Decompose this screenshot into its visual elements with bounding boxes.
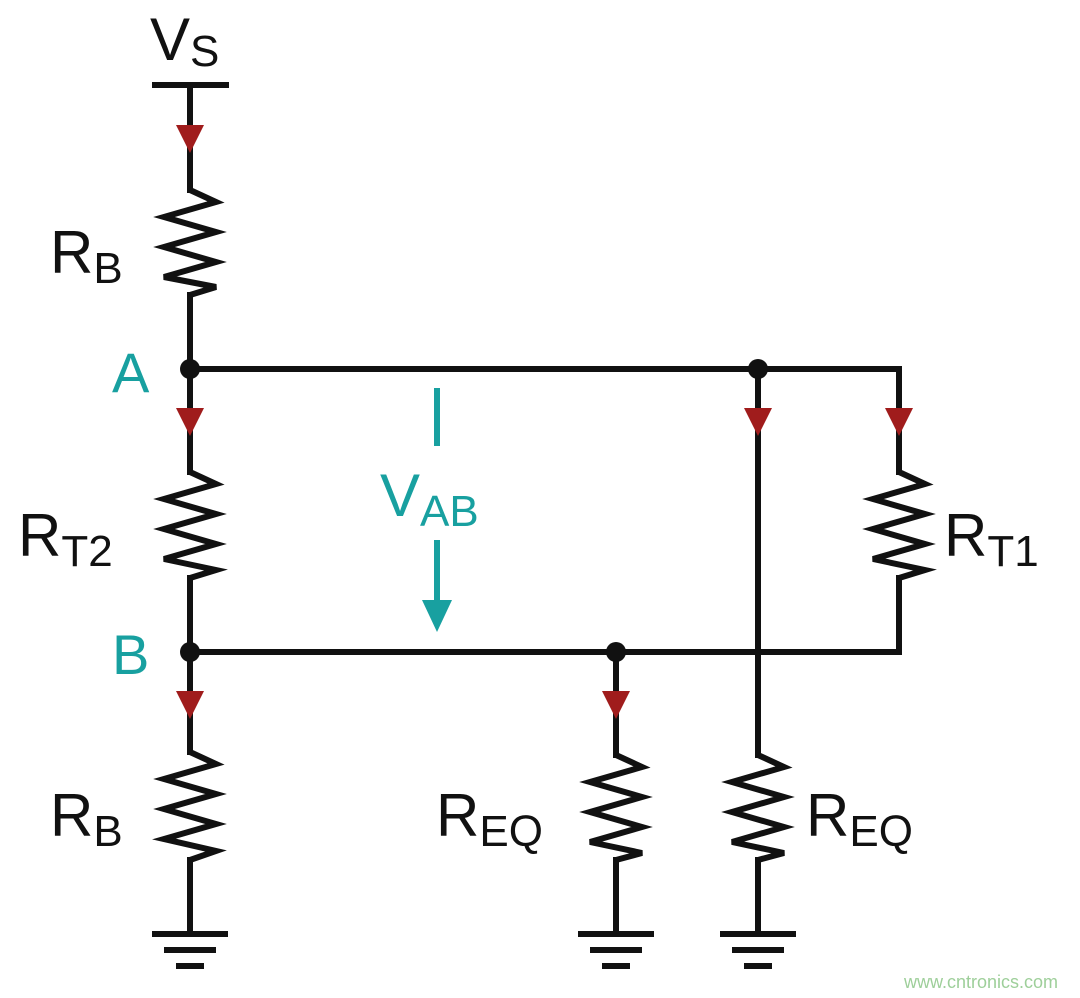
label-req-left: REQ [436,782,543,856]
junction-dot-a-right [748,359,768,379]
label-rt1: RT1 [944,502,1039,576]
current-arrow-req-right [744,408,772,436]
node-b-bus [187,575,902,758]
current-arrow-rt2 [176,408,204,436]
junction-dot-b [180,642,200,662]
resistor-rt2 [153,469,228,581]
current-arrow-rt1 [885,408,913,436]
junction-dot-b-right [606,642,626,662]
label-rb-top: RB [50,219,123,293]
current-arrow-rb-bottom [176,691,204,719]
node-a-bus [187,366,902,758]
current-arrow-req-left [602,691,630,719]
resistor-req-left [579,752,653,863]
label-node-b: B [112,623,149,686]
ground-symbol-right [720,931,796,969]
label-node-a: A [112,341,150,404]
ground-symbol-middle [578,931,654,969]
label-vab: VAB [380,462,479,536]
junction-dot-a [180,359,200,379]
vab-arrow-head [422,600,452,632]
watermark-text: www.cntronics.com [903,972,1058,992]
label-rt2: RT2 [18,502,113,576]
vab-indicator [422,388,452,632]
resistor-rb-top [153,187,227,298]
resistor-req-right [721,752,795,863]
label-rb-bottom: RB [50,782,123,856]
current-arrow-supply [176,125,204,153]
label-req-right: REQ [806,782,913,856]
ground-symbol-left [152,931,228,969]
resistor-rt1 [862,469,937,581]
label-vs: VS [150,6,219,76]
resistor-rb-bottom [152,749,227,863]
